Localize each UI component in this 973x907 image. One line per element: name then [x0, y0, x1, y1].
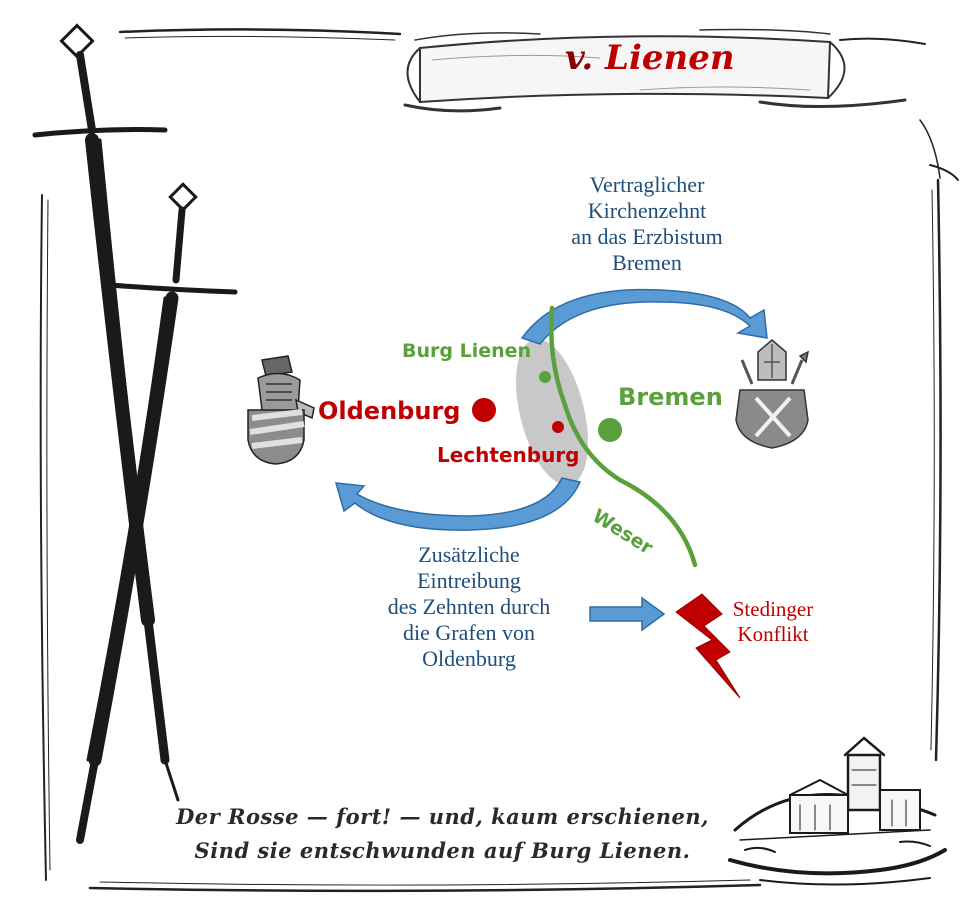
quote-line: Sind sie entschwunden auf Burg Lienen.: [194, 838, 691, 863]
title-name: Lienen: [605, 38, 735, 78]
bottom-note-line: Zusätzliche: [418, 542, 520, 567]
top-note-line: Bremen: [612, 250, 682, 275]
castle-region-ellipse: [516, 338, 588, 486]
bottom-note: Zusätzliche Eintreibung des Zehnten durc…: [355, 542, 583, 672]
bishop-mitre-crest-icon: [735, 339, 810, 449]
bottom-note-line: Eintreibung: [417, 568, 521, 593]
knight-helmet-crest-icon: [247, 355, 315, 465]
quote-line: Der Rosse — fort! — und, kaum erschienen…: [176, 804, 709, 829]
burg-lienen-label: Burg Lienen: [402, 340, 532, 362]
bottom-note-line: Oldenburg: [422, 646, 516, 671]
parchment-border: [39, 28, 959, 893]
quote-block: Der Rosse — fort! — und, kaum erschienen…: [170, 800, 715, 868]
bottom-arrow[interactable]: [334, 477, 582, 531]
bottom-note-line: des Zehnten durch: [387, 594, 551, 619]
bottom-note-line: die Grafen von: [403, 620, 535, 645]
castle-sketch-icon: [728, 736, 947, 886]
top-note: Vertraglicher Kirchenzehnt an das Erzbis…: [540, 172, 754, 276]
page-title: v. Lienen: [565, 38, 735, 78]
conflict-label: Stedinger Konflikt: [718, 597, 828, 647]
conflict-line: Stedinger: [732, 597, 814, 621]
top-note-line: an das Erzbistum: [571, 224, 723, 249]
top-arrow[interactable]: [520, 288, 768, 345]
weser-river: [548, 305, 698, 568]
oldenburg-label: Oldenburg: [318, 397, 461, 425]
oldenburg-dot[interactable]: [472, 398, 496, 422]
conflict-arrow[interactable]: [589, 596, 666, 632]
lechtenburg-dot[interactable]: [552, 421, 564, 433]
burg-lienen-dot[interactable]: [539, 371, 551, 383]
top-note-line: Vertraglicher: [589, 172, 705, 197]
top-note-line: Kirchenzehnt: [587, 198, 707, 223]
sword-icon: [32, 23, 238, 844]
lechtenburg-label: Lechtenburg: [437, 443, 580, 467]
lightning-icon: [675, 593, 741, 699]
title-prefix: v.: [565, 38, 594, 78]
scroll-banner-icon: [403, 28, 907, 113]
conflict-line: Konflikt: [737, 622, 809, 646]
bremen-dot[interactable]: [598, 418, 622, 442]
bremen-label: Bremen: [618, 383, 723, 411]
